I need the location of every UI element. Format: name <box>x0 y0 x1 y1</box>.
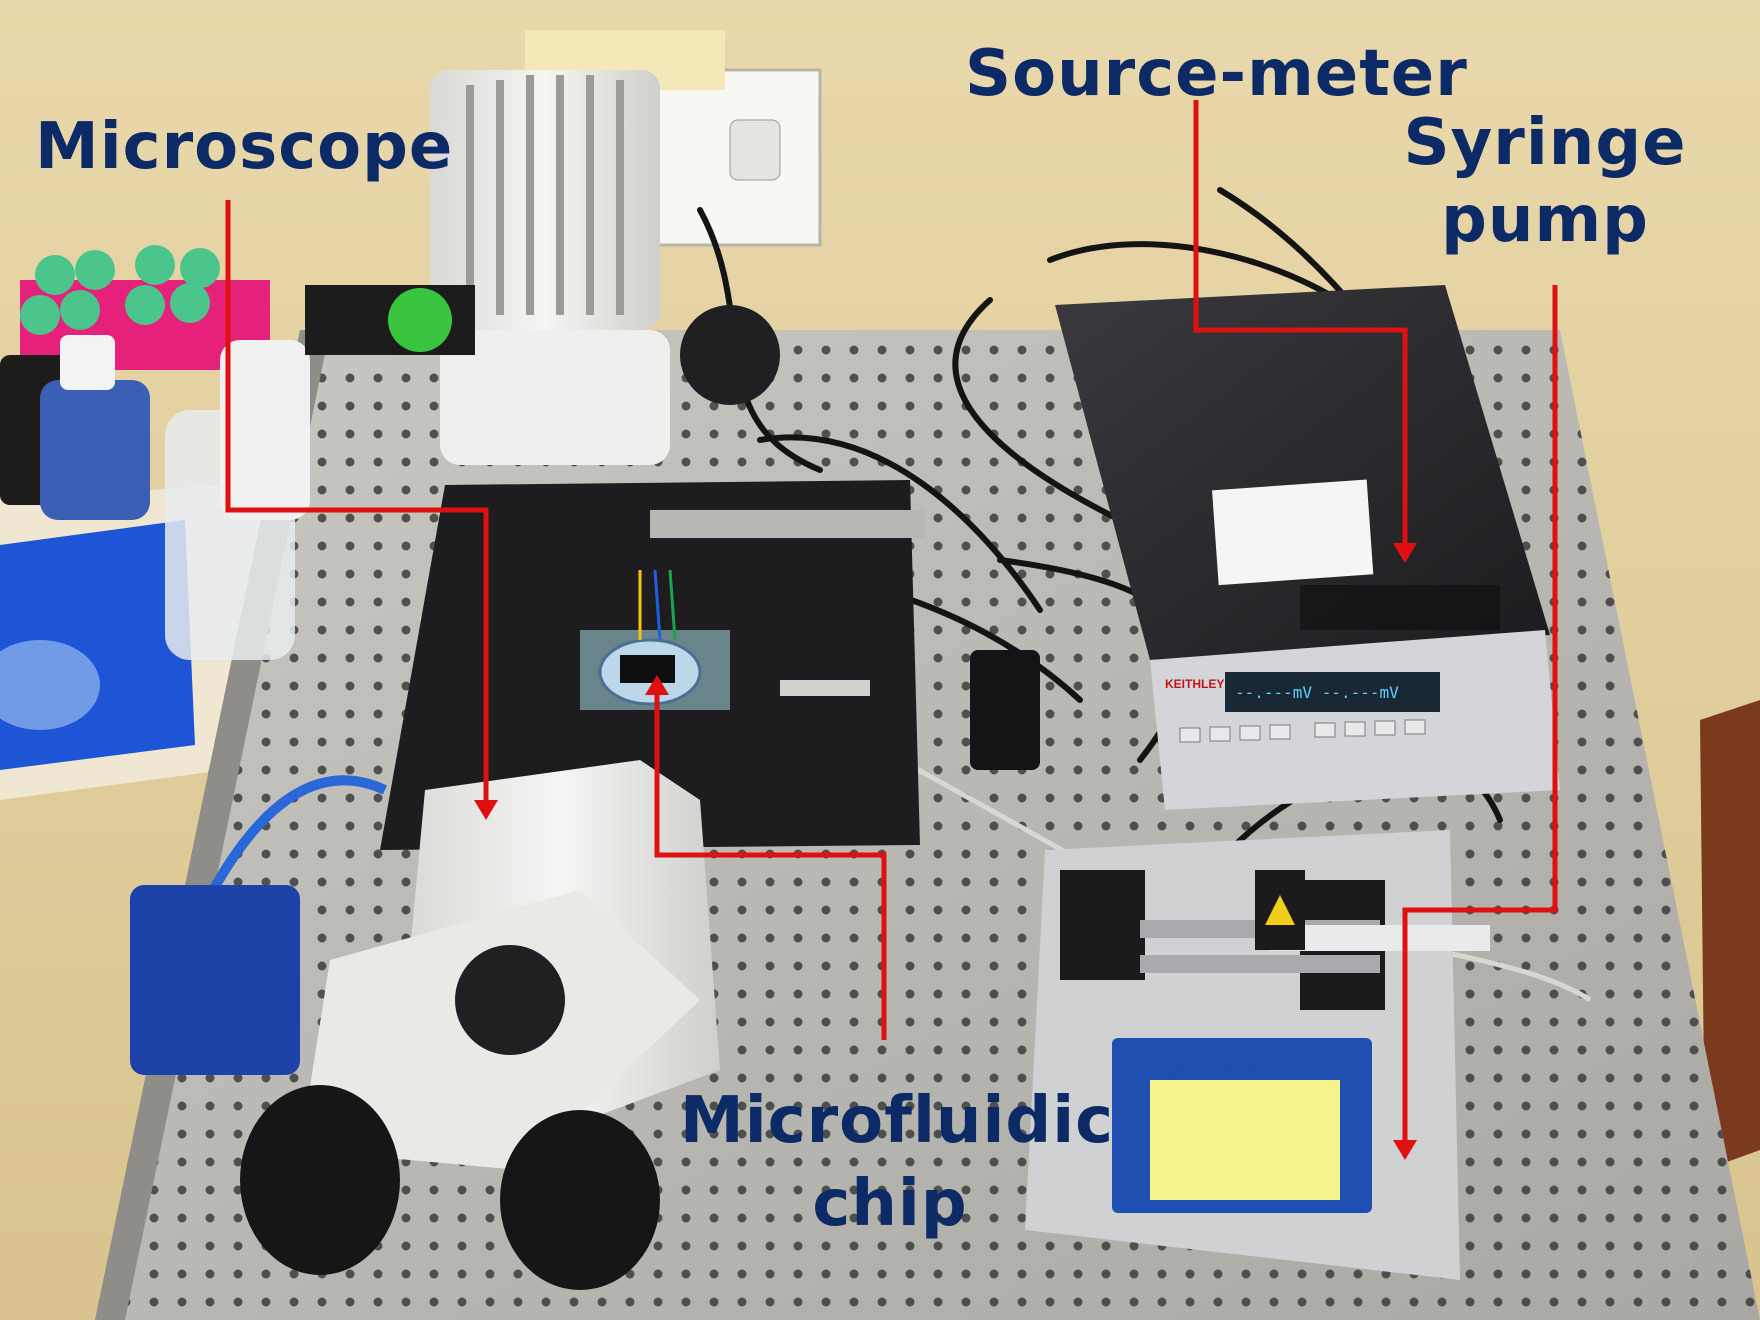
label-syringe-pump-line2: pump <box>1441 182 1649 257</box>
meter-buttons <box>1179 719 1426 743</box>
microfluidic-arrowhead <box>645 675 669 695</box>
blue-reagent-bottle <box>40 380 150 520</box>
eyepiece-right <box>500 1110 660 1290</box>
green-filter <box>388 288 452 352</box>
eyepiece-left <box>240 1085 400 1275</box>
power-adapter <box>970 650 1040 770</box>
callout-lines <box>225 100 1558 1145</box>
source-meter-body <box>1055 285 1550 660</box>
microscope-callout-line <box>225 200 489 805</box>
camera-module <box>130 885 300 1075</box>
source-meter-callout-line <box>1193 100 1408 548</box>
callout-arrowheads <box>474 543 1417 1160</box>
source-meter-arrowhead <box>1393 543 1417 563</box>
label-microfluidic-line1: Microfluidic <box>680 1084 1115 1158</box>
syringe-pump-callout-line <box>1402 285 1558 1145</box>
label-microfluidic-chip: Microfluidic chip <box>680 1080 1115 1246</box>
label-syringe-pump: Syringe pump <box>1395 105 1695 259</box>
microfluidic-callout-line <box>654 690 887 1040</box>
meter-info-card <box>1212 479 1374 586</box>
pump-brand: Cole-Parmer <box>1150 1058 1269 1080</box>
pump-lcd <box>1150 1080 1340 1200</box>
label-syringe-pump-line1: Syringe <box>1403 106 1687 180</box>
lamp-housing <box>430 70 660 330</box>
focus-knob <box>455 945 565 1055</box>
lamp-fins <box>466 75 624 315</box>
microscope-pillar <box>440 330 670 465</box>
meter-vents <box>1300 585 1500 630</box>
microscope-arrowhead <box>474 800 498 820</box>
petri-dish <box>0 640 100 730</box>
power-plug <box>729 119 781 181</box>
wooden-chair <box>1700 700 1760 1170</box>
stage-scale <box>650 510 925 538</box>
source-meter-front-panel <box>1150 630 1560 810</box>
meter-display <box>1225 672 1440 712</box>
syringe-pump-arrowhead <box>1393 1140 1417 1160</box>
label-source-meter: Source-meter <box>965 37 1468 111</box>
meter-display-readout: --.---mV --.---mV <box>1235 683 1399 702</box>
usb-cable <box>200 775 388 908</box>
meter-brand: KEITHLEY <box>1165 677 1224 691</box>
condenser-ring <box>680 305 780 405</box>
microfluidic-chip <box>580 569 730 710</box>
spray-bottle <box>220 340 310 520</box>
syringe-pump-mechanism <box>1060 870 1490 1010</box>
stage-holder <box>780 680 870 696</box>
green-tube-caps <box>20 245 220 335</box>
label-microscope: Microscope <box>35 110 454 184</box>
bottle-cap <box>60 335 115 390</box>
label-microfluidic-line2: chip <box>812 1167 968 1242</box>
